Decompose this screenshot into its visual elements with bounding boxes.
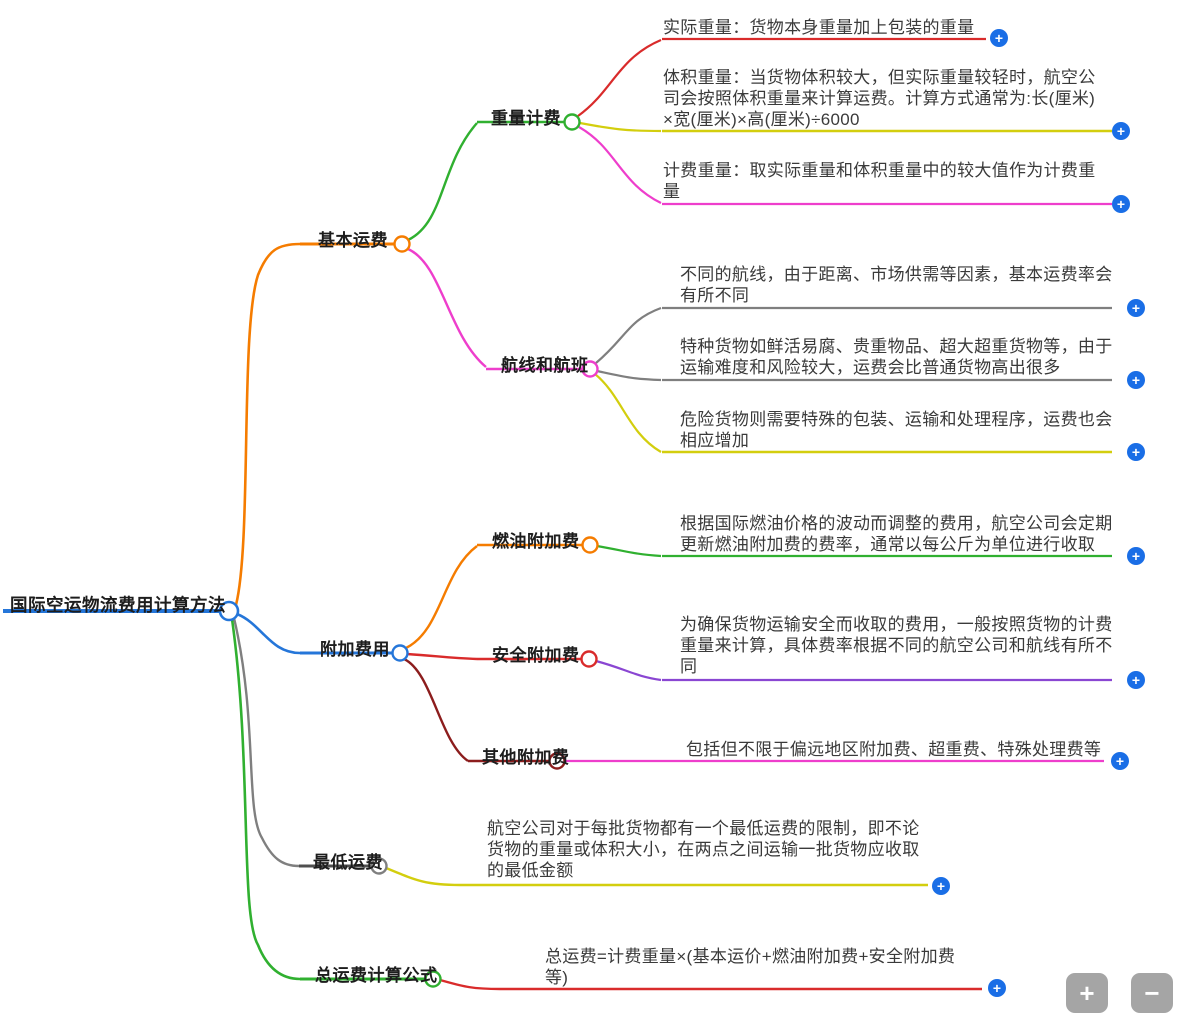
leaf-minimum-desc[interactable]: 航空公司对于每批货物都有一个最低运费的限制，即不论货物的重量或体积大小，在两点之… [487, 819, 920, 880]
node-handle-route-flight[interactable] [581, 360, 599, 378]
connector-root-minimum-freight [232, 617, 300, 868]
node-basic-freight[interactable]: 基本运费 [318, 231, 388, 250]
node-surcharges[interactable]: 附加费用 [320, 640, 390, 659]
node-handle-fuel-surcharge[interactable] [581, 536, 599, 554]
connector-root-surcharges [236, 612, 301, 655]
node-handle-surcharges[interactable] [391, 644, 409, 662]
connector-security-desc [595, 659, 662, 682]
node-total-formula[interactable]: 总运费计算公式 [315, 966, 438, 985]
expand-button-special-cargo[interactable]: + [1127, 371, 1145, 389]
connector-fuel-desc [596, 544, 662, 558]
expand-button-volume-weight[interactable]: + [1112, 122, 1130, 140]
leaf-other-desc[interactable]: 包括但不限于偏远地区附加费、超重费、特殊处理费等 [686, 740, 1102, 759]
connector-surcharges-other [403, 657, 469, 762]
connector-surcharges-security [406, 652, 478, 661]
connector-surcharges-fuel [405, 545, 478, 650]
node-handle-minimum-freight[interactable] [370, 857, 388, 875]
root-node-label[interactable]: 国际空运物流费用计算方法 [10, 595, 226, 615]
expand-button-actual-weight[interactable]: + [990, 29, 1008, 47]
expand-button-security-desc[interactable]: + [1127, 671, 1145, 689]
leaf-formula-desc[interactable]: 总运费=计费重量×(基本运价+燃油附加费+安全附加费等) [545, 947, 956, 987]
node-handle-total-formula[interactable] [424, 970, 442, 988]
connector-route-rates [595, 306, 662, 364]
leaf-fuel-desc[interactable]: 根据国际燃油价格的波动而调整的费用，航空公司会定期更新燃油附加费的费率，通常以每… [680, 514, 1113, 554]
node-route-flight[interactable]: 航线和航班 [501, 356, 589, 375]
leaf-route-rates[interactable]: 不同的航线，由于距离、市场供需等因素，基本运费率会有所不同 [680, 265, 1113, 305]
connector-weight-actual [577, 38, 662, 117]
leaf-dangerous-cargo[interactable]: 危险货物则需要特殊的包装、运输和处理程序，运费也会相应增加 [680, 410, 1113, 450]
node-weight-billing[interactable]: 重量计费 [491, 109, 561, 128]
node-handle-root[interactable] [218, 600, 240, 622]
connector-basic-weight-billing [407, 122, 478, 242]
connector-root-total-formula [230, 618, 301, 981]
expand-button-formula-desc[interactable]: + [988, 979, 1006, 997]
expand-button-fuel-desc[interactable]: + [1127, 547, 1145, 565]
leaf-volume-weight[interactable]: 体积重量：当货物体积较大，但实际重量较轻时，航空公司会按照体积重量来计算运费。计… [663, 68, 1096, 129]
leaf-chargeable-weight[interactable]: 计费重量：取实际重量和体积重量中的较大值作为计费重量 [663, 161, 1096, 201]
expand-button-other-desc[interactable]: + [1111, 752, 1129, 770]
node-handle-basic-freight[interactable] [393, 235, 411, 253]
expand-button-dangerous-cargo[interactable]: + [1127, 443, 1145, 461]
node-minimum-freight[interactable]: 最低运费 [313, 853, 383, 872]
node-handle-other-surcharge[interactable] [548, 752, 566, 770]
leaf-special-cargo[interactable]: 特种货物如鲜活易腐、贵重物品、超大超重货物等，由于运输难度和风险较大，运费会比普… [680, 337, 1113, 377]
node-handle-weight-billing[interactable] [563, 113, 581, 131]
connector-root-basic-freight [234, 242, 301, 606]
node-other-surcharge[interactable]: 其他附加费 [482, 748, 570, 767]
node-handle-security-surcharge[interactable] [580, 650, 598, 668]
expand-button-chargeable-weight[interactable]: + [1112, 195, 1130, 213]
connector-basic-route-flight [407, 247, 487, 368]
connector-weight-chargeable [578, 126, 662, 204]
node-fuel-surcharge[interactable]: 燃油附加费 [492, 532, 580, 551]
connector-route-dangerous [594, 373, 662, 453]
node-security-surcharge[interactable]: 安全附加费 [492, 646, 580, 665]
connector-weight-volume [579, 121, 662, 133]
expand-button-route-rates[interactable]: + [1127, 299, 1145, 317]
zoom-in-button[interactable]: + [1066, 973, 1108, 1013]
leaf-actual-weight[interactable]: 实际重量：货物本身重量加上包装的重量 [663, 18, 975, 37]
expand-button-minimum-desc[interactable]: + [932, 877, 950, 895]
leaf-security-desc[interactable]: 为确保货物运输安全而收取的费用，一般按照货物的计费重量来计算，具体费率根据不同的… [680, 615, 1113, 676]
connector-route-special [596, 369, 662, 382]
zoom-out-button[interactable]: − [1131, 973, 1173, 1013]
